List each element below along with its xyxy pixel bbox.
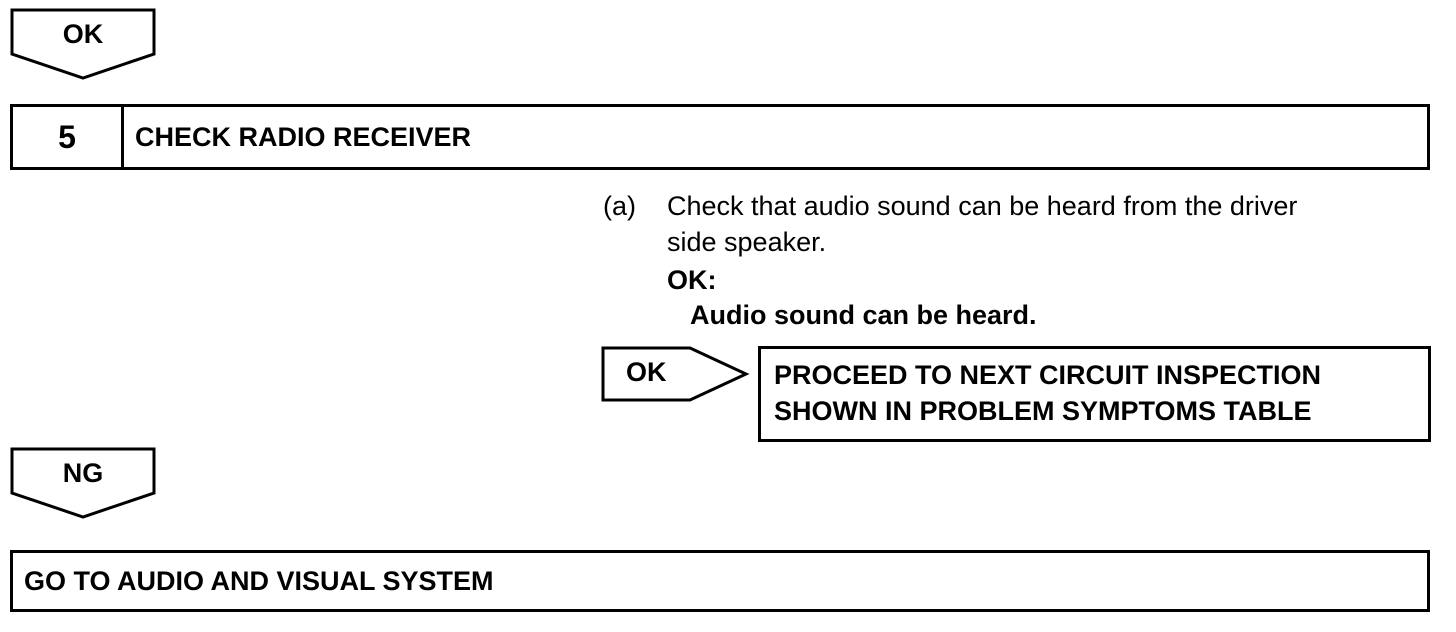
ok-branch-label: OK <box>626 357 667 387</box>
goto-action-box: GO TO AUDIO AND VISUAL SYSTEM <box>10 550 1430 612</box>
proceed-line-1: PROCEED TO NEXT CIRCUIT INSPECTION <box>774 360 1322 390</box>
instruction-marker: (a) <box>603 191 636 221</box>
ok-right-flag: OK <box>600 344 750 404</box>
down-arrow-icon <box>10 8 156 80</box>
ok-criteria-label: OK: <box>667 265 717 295</box>
step-header: 5 CHECK RADIO RECEIVER <box>10 104 1430 170</box>
ok-criteria-result: Audio sound can be heard. <box>690 300 1037 330</box>
instruction-text: Check that audio sound can be heard from… <box>667 188 1407 260</box>
ok-flag-label: OK <box>62 19 104 49</box>
step-number: 5 <box>13 107 124 167</box>
proceed-action-box: PROCEED TO NEXT CIRCUIT INSPECTION SHOWN… <box>758 346 1431 442</box>
step-title: CHECK RADIO RECEIVER <box>135 122 472 152</box>
ng-flag-label: NG <box>62 458 104 488</box>
right-arrow-icon <box>601 346 750 402</box>
ng-down-flag: NG <box>10 447 156 519</box>
instruction-line-2: side speaker. <box>667 227 827 257</box>
proceed-line-2: SHOWN IN PROBLEM SYMPTOMS TABLE <box>774 396 1312 426</box>
instruction-line-1: Check that audio sound can be heard from… <box>667 191 1298 221</box>
ok-down-flag: OK <box>10 8 156 80</box>
down-arrow-icon <box>10 447 156 519</box>
